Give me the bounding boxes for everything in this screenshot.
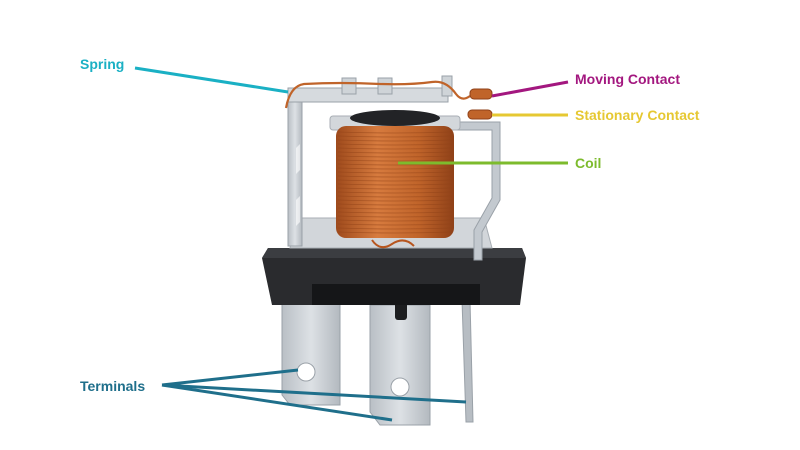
coil-windings: [337, 131, 453, 234]
terminal-thin: [461, 299, 474, 423]
coil-winding-line: [337, 207, 453, 210]
stationary-contact: [467, 109, 493, 120]
spring-wire: [284, 80, 471, 109]
coil-winding-line: [337, 227, 453, 230]
coil-winding-line: [337, 219, 453, 222]
moving-contact-leader: [491, 80, 569, 98]
coil-winding-line: [337, 187, 453, 190]
contact-arm: [447, 121, 501, 261]
terminal-left-hole: [296, 362, 316, 382]
terminal-pins: [281, 299, 474, 426]
coil-label: Coil: [575, 155, 601, 171]
coil-winding-line: [337, 179, 453, 182]
coil-winding-line: [337, 223, 453, 226]
coil-winding-line: [337, 139, 453, 142]
coil-winding-line: [337, 167, 453, 170]
terminals-leaders: [161, 368, 467, 422]
coil-winding-line: [337, 171, 453, 174]
coil-winding-line: [337, 175, 453, 178]
spring-label: Spring: [80, 56, 124, 72]
coil-winding-line: [337, 191, 453, 194]
moving-contact-label: Moving Contact: [575, 71, 680, 87]
coil-winding-line: [337, 143, 453, 146]
terminals-label: Terminals: [80, 378, 145, 394]
coil-winding-line: [337, 147, 453, 150]
spring-leader: [134, 66, 289, 94]
stationary-contact-label: Stationary Contact: [575, 107, 700, 123]
coil: [329, 110, 461, 249]
coil-winding-line: [337, 131, 453, 134]
terminal-middle-hole: [390, 377, 410, 397]
coil-winding-line: [337, 155, 453, 158]
coil-winding-line: [337, 183, 453, 186]
coil-winding-line: [337, 211, 453, 214]
coil-winding-line: [337, 215, 453, 218]
relay-base: [262, 248, 526, 305]
coil-winding-line: [337, 135, 453, 138]
coil-winding-line: [337, 199, 453, 202]
coil-winding-line: [337, 159, 453, 162]
coil-winding-line: [337, 231, 453, 234]
coil-winding-line: [337, 151, 453, 154]
terminal-left: [281, 299, 341, 406]
coil-winding-line: [337, 195, 453, 198]
coil-winding-line: [337, 203, 453, 206]
terminal-middle: [369, 304, 431, 426]
moving-contact: [469, 88, 493, 100]
